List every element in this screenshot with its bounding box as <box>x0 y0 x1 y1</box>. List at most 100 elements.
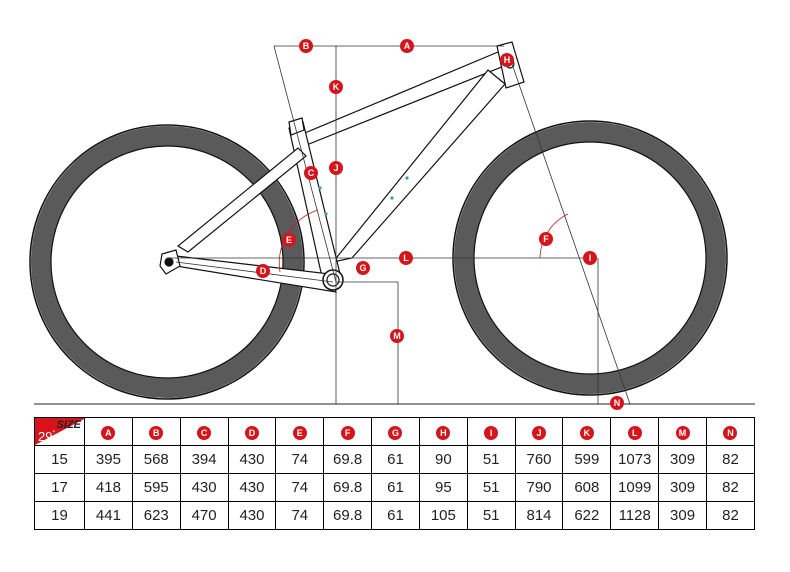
table-cell: 1099 <box>610 473 660 502</box>
label-f-badge: F <box>539 232 553 246</box>
svg-text:M: M <box>393 331 401 341</box>
geometry-table: SIZE 29" A B C D E F G H I J K L M N 15 … <box>34 417 756 530</box>
table-cell: 608 <box>562 473 612 502</box>
label-j-badge: J <box>329 161 343 175</box>
label-n-badge: N <box>610 396 624 410</box>
svg-text:J: J <box>333 163 338 173</box>
col-header-k: K <box>562 417 612 446</box>
table-cell: 599 <box>562 445 612 474</box>
label-c-badge: C <box>304 166 318 180</box>
table-cell: 95 <box>418 473 468 502</box>
table-cell: 622 <box>562 501 612 530</box>
col-header-c: C <box>179 417 229 446</box>
table-cell: 309 <box>658 501 707 530</box>
svg-text:L: L <box>403 253 409 263</box>
table-row: 15 395 568 394 430 74 69.8 61 90 51 760 … <box>34 445 756 474</box>
table-cell: 61 <box>371 501 420 530</box>
table-cell: 441 <box>84 501 133 530</box>
col-header-m: M <box>658 417 707 446</box>
table-cell: 51 <box>466 445 516 474</box>
label-m-badge: M <box>390 329 404 343</box>
measurement-lines <box>167 45 631 405</box>
table-cell: 74 <box>275 501 325 530</box>
table-cell: 82 <box>705 501 756 530</box>
svg-text:F: F <box>543 234 549 244</box>
table-cell: 82 <box>705 445 756 474</box>
table-cell: 430 <box>179 473 229 502</box>
table-cell: 470 <box>179 501 229 530</box>
table-cell: 418 <box>84 473 133 502</box>
table-cell: 1073 <box>610 445 660 474</box>
table-cell: 430 <box>227 473 277 502</box>
dimension-labels: A B C D E F G H I J K L M N <box>256 39 624 410</box>
table-row: 17 418 595 430 430 74 69.8 61 95 51 790 … <box>34 473 756 502</box>
col-header-a: A <box>84 417 133 446</box>
label-a-badge: A <box>400 39 414 53</box>
col-header-j: J <box>514 417 564 446</box>
svg-text:B: B <box>303 41 310 51</box>
label-h-badge: H <box>500 53 514 67</box>
svg-text:C: C <box>308 168 315 178</box>
table-cell: 394 <box>179 445 229 474</box>
table-header-row: SIZE 29" A B C D E F G H I J K L M N <box>34 417 756 446</box>
table-cell: 61 <box>371 473 420 502</box>
svg-text:N: N <box>614 398 621 408</box>
table-cell: 568 <box>131 445 181 474</box>
label-k-badge: K <box>329 80 343 94</box>
label-d-badge: D <box>256 264 270 278</box>
table-cell: 51 <box>466 501 516 530</box>
rear-wheel <box>29 124 305 400</box>
label-g-badge: G <box>356 261 370 275</box>
wheel-size-label: 29" <box>38 429 55 444</box>
table-cell: 61 <box>371 445 420 474</box>
svg-text:G: G <box>359 263 366 273</box>
col-header-l: L <box>610 417 660 446</box>
table-row: 19 441 623 470 430 74 69.8 61 105 51 814… <box>34 501 756 530</box>
svg-text:K: K <box>333 82 340 92</box>
svg-text:H: H <box>504 55 511 65</box>
table-cell: 82 <box>705 473 756 502</box>
row-size-cell: 17 <box>34 473 85 502</box>
table-cell: 69.8 <box>323 473 373 502</box>
cable-guides <box>318 176 409 216</box>
table-cell: 1128 <box>610 501 660 530</box>
table-cell: 430 <box>227 501 277 530</box>
table-cell: 90 <box>418 445 468 474</box>
table-cell: 595 <box>131 473 181 502</box>
label-i-badge: I <box>583 251 597 265</box>
table-cell: 790 <box>514 473 564 502</box>
svg-text:E: E <box>286 235 292 245</box>
table-cell: 760 <box>514 445 564 474</box>
table-cell: 69.8 <box>323 501 373 530</box>
row-size-cell: 19 <box>34 501 85 530</box>
label-b-badge: B <box>299 39 313 53</box>
col-header-n: N <box>705 417 756 446</box>
label-l-badge: L <box>399 251 413 265</box>
table-cell: 105 <box>418 501 468 530</box>
table-cell: 309 <box>658 473 707 502</box>
col-header-g: G <box>371 417 420 446</box>
table-cell: 74 <box>275 473 325 502</box>
col-header-f: F <box>323 417 373 446</box>
table-cell: 430 <box>227 445 277 474</box>
svg-text:A: A <box>404 41 411 51</box>
table-cell: 51 <box>466 473 516 502</box>
table-cell: 309 <box>658 445 707 474</box>
row-size-cell: 15 <box>34 445 85 474</box>
col-header-d: D <box>227 417 277 446</box>
col-header-b: B <box>131 417 181 446</box>
label-e-badge: E <box>282 233 296 247</box>
svg-text:I: I <box>589 253 592 263</box>
col-header-e: E <box>275 417 325 446</box>
size-label: SIZE <box>56 419 81 431</box>
col-header-i: I <box>466 417 516 446</box>
table-cell: 395 <box>84 445 133 474</box>
svg-text:D: D <box>260 266 267 276</box>
size-header-cell: SIZE 29" <box>34 417 85 446</box>
bike-geometry-diagram: A B C D E F G H I J K L M N <box>29 39 755 410</box>
table-cell: 814 <box>514 501 564 530</box>
table-cell: 623 <box>131 501 181 530</box>
table-cell: 69.8 <box>323 445 373 474</box>
table-cell: 74 <box>275 445 325 474</box>
col-header-h: H <box>418 417 468 446</box>
